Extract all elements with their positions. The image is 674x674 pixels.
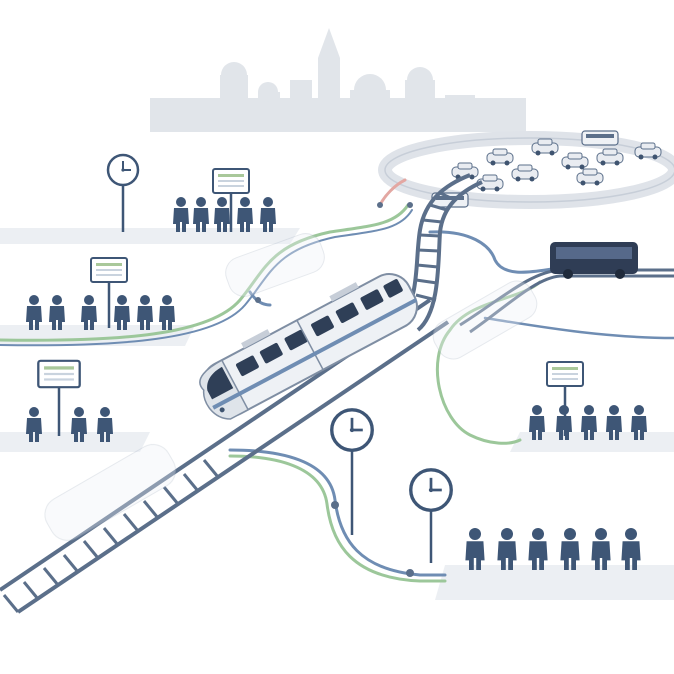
clock-icon	[106, 153, 140, 187]
passenger-icon	[214, 197, 230, 232]
bus-icon	[550, 242, 638, 279]
passenger-icon	[560, 528, 580, 570]
clock-center	[330, 408, 374, 535]
car-icon	[561, 152, 589, 170]
passenger-icon	[137, 295, 153, 330]
clock-icon	[330, 408, 374, 452]
platform-right	[510, 432, 674, 452]
passenger-icon	[49, 295, 65, 330]
departure-board-top	[212, 168, 250, 232]
ghost-train	[44, 233, 538, 541]
passenger-icon	[81, 295, 97, 330]
departure-board-icon	[37, 359, 81, 389]
departure-board-icon	[546, 361, 584, 387]
passenger-group-top	[173, 197, 276, 232]
departure-board-lower-left	[37, 359, 81, 436]
junction-markers	[255, 202, 414, 577]
passenger-icon	[237, 197, 253, 232]
passenger-icon	[260, 197, 276, 232]
passenger-icon	[621, 528, 641, 570]
departure-board-icon	[90, 257, 128, 283]
roundabout	[378, 130, 674, 209]
car-icon	[511, 164, 539, 182]
passenger-icon	[193, 197, 209, 232]
clock-top-left	[106, 153, 140, 232]
departure-board-icon	[212, 168, 250, 194]
bus-icon-small	[581, 130, 619, 146]
passenger-icon	[114, 295, 130, 330]
passenger-icon	[528, 528, 548, 570]
clock-bottom	[409, 468, 453, 563]
passenger-icon	[159, 295, 175, 330]
platform-bottom-right	[435, 565, 674, 600]
platform-top-left	[0, 228, 300, 244]
passenger-icon	[591, 528, 611, 570]
passenger-icon	[497, 528, 517, 570]
departure-board-middle-left	[90, 257, 128, 328]
car-icon	[576, 168, 604, 186]
clock-icon	[409, 468, 453, 512]
passenger-group-middle-left	[26, 295, 175, 330]
passenger-group-bottom	[465, 528, 641, 570]
passenger-icon	[465, 528, 485, 570]
passenger-icon	[26, 295, 42, 330]
passenger-icon	[173, 197, 189, 232]
car-icon	[486, 148, 514, 166]
city-skyline-icon	[150, 28, 526, 132]
train-icon	[199, 273, 418, 420]
